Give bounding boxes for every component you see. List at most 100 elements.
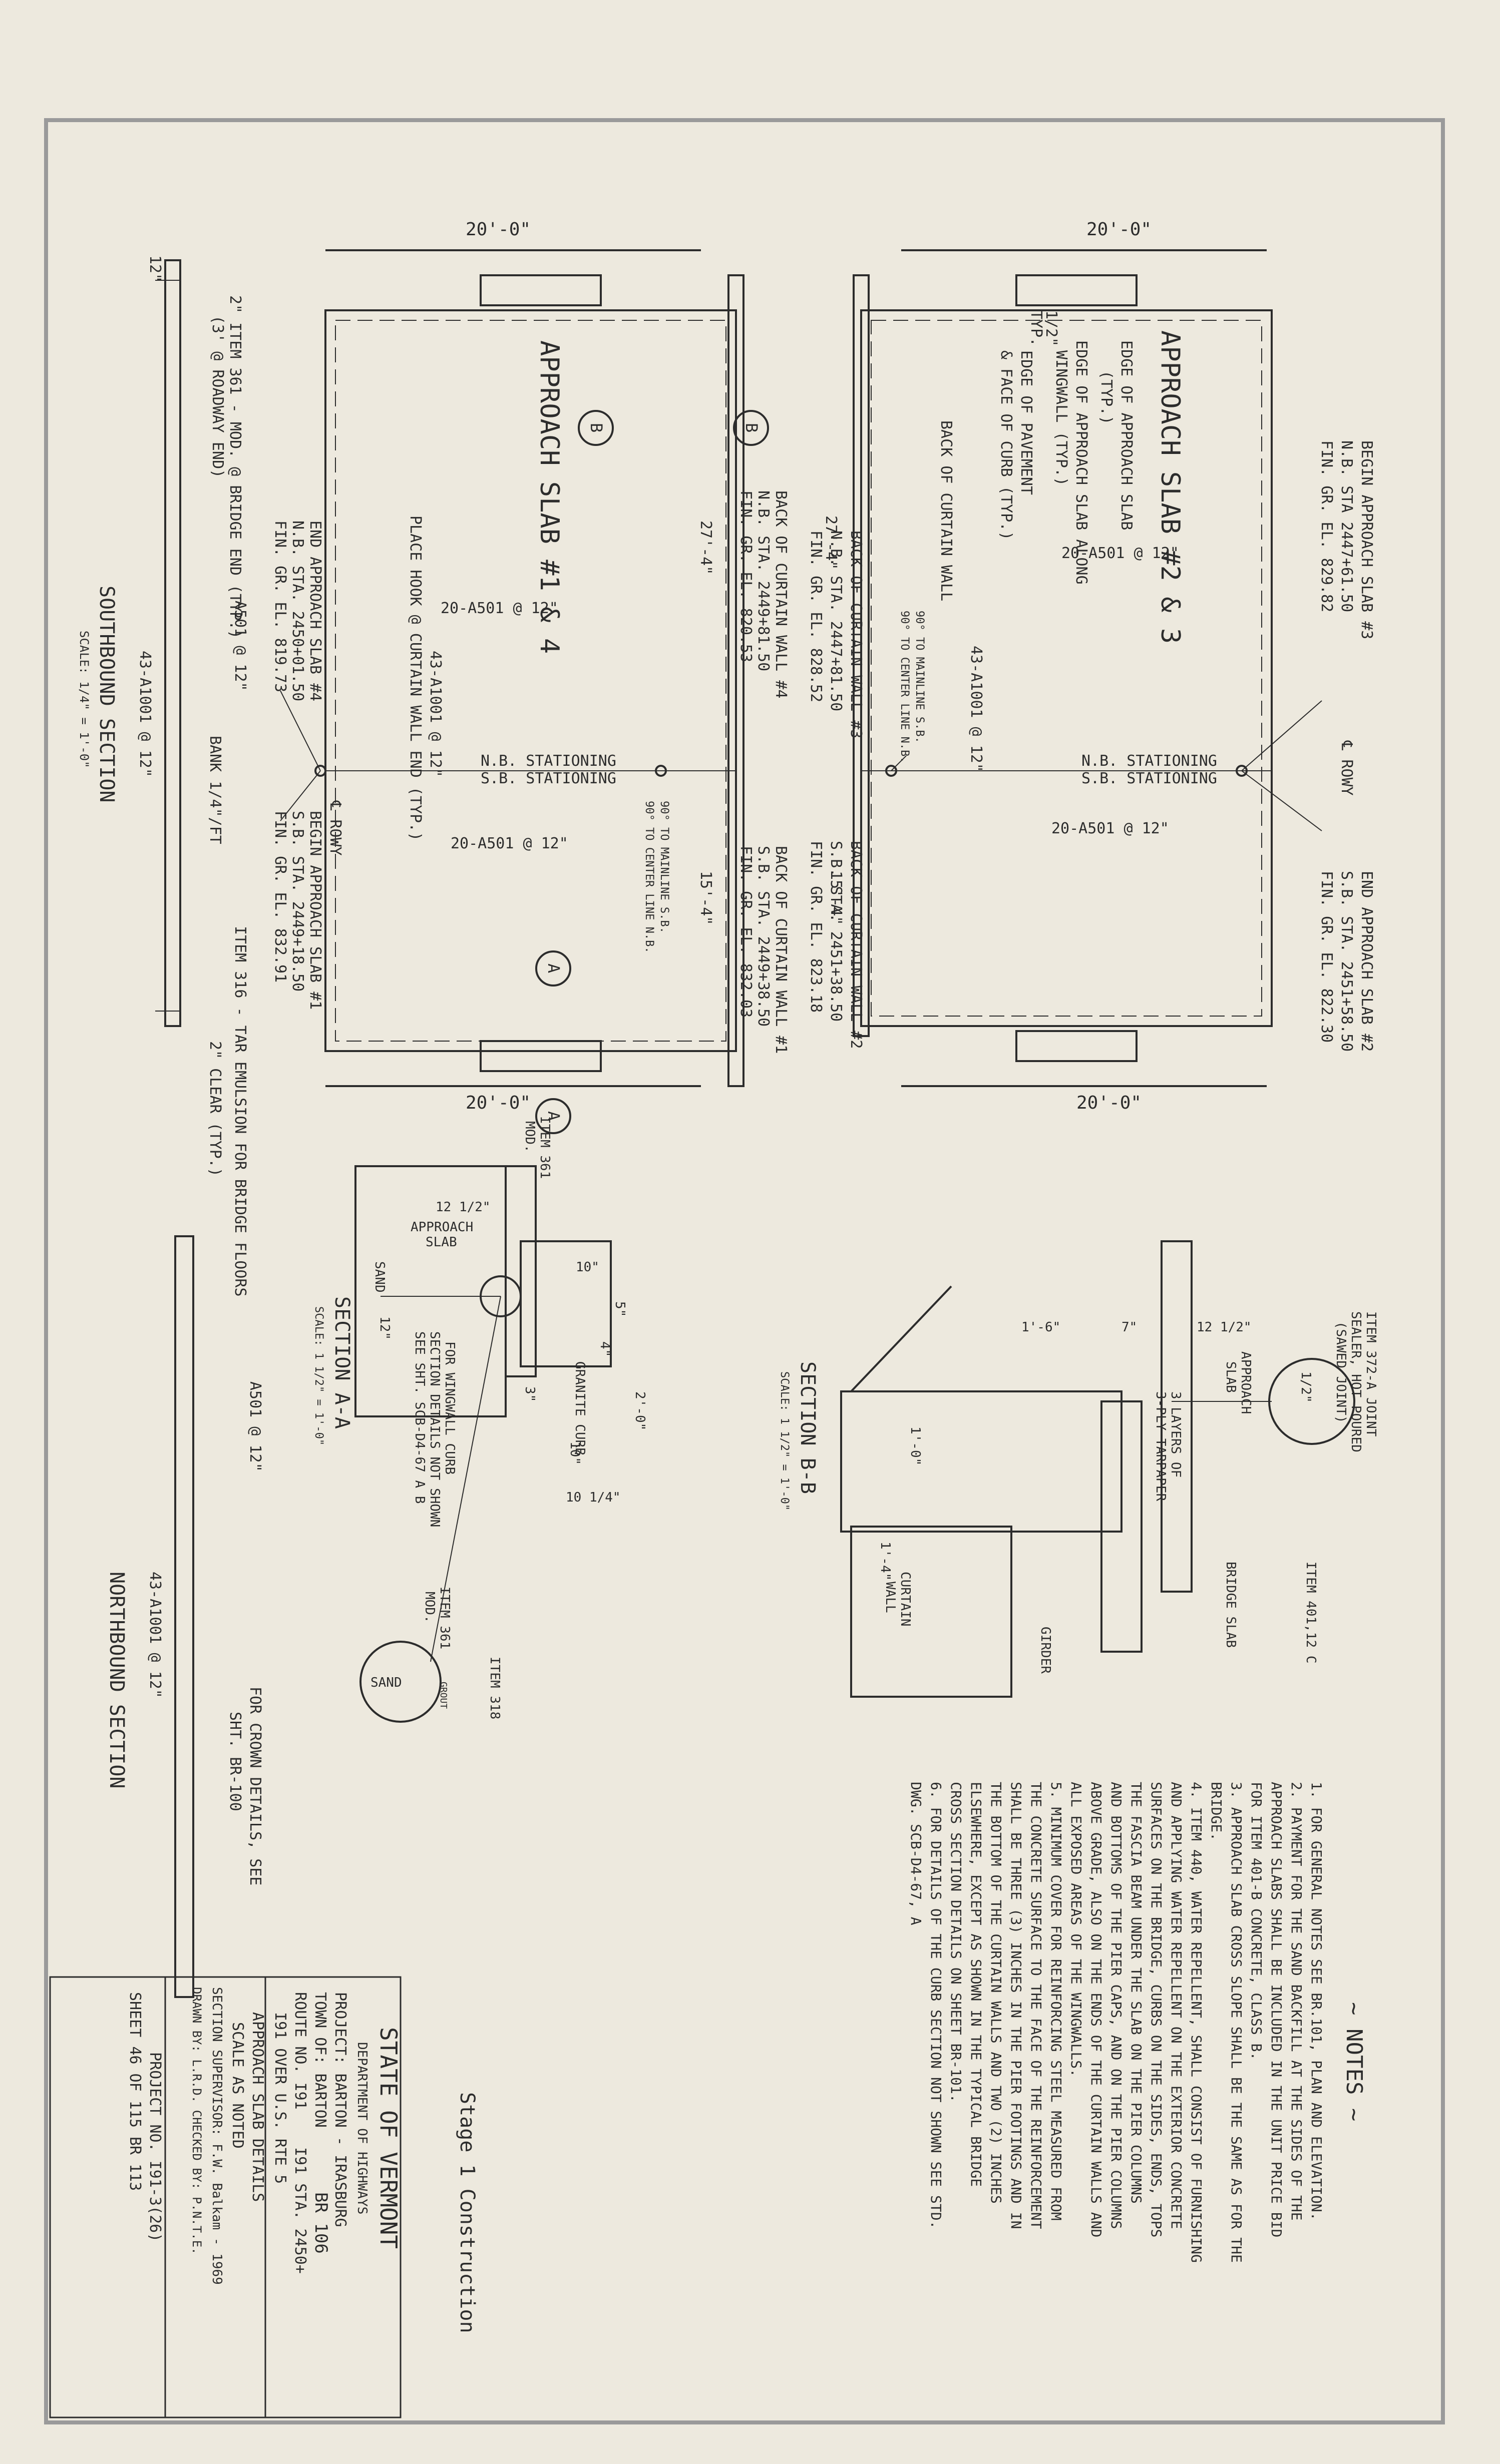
tb-supervisor: SECTION SUPERVISOR: F.W. Balkam - 1969: [209, 1987, 224, 2285]
bc2-sta: S.B. STA. 2451+38.50: [827, 841, 845, 1022]
begin-slab-1: BEGIN APPROACH SLAB #1: [306, 811, 324, 1010]
place-hook: PLACE HOOK @ CURTAIN WALL END (TYP.): [407, 516, 424, 841]
section-b-marker: B: [587, 423, 606, 432]
bb-item-401: ITEM 401,12 C: [1303, 1562, 1318, 1664]
aa-item-361b: ITEM 361: [437, 1587, 452, 1649]
tb-project-no: PROJECT NO. I91-3(26): [146, 2052, 164, 2242]
edge-slab: EDGE OF APPROACH SLAB: [1117, 340, 1135, 530]
bb-wall: WALL: [883, 1582, 898, 1613]
bc1-el: FIN. GR. EL. 832.03: [737, 846, 755, 1018]
aa-wingwall-note: FOR WINGWALL CURB: [442, 1341, 457, 1474]
note-line: ABOVE GRADE, ALSO ON THE ENDS OF THE CUR…: [1088, 1782, 1104, 2237]
bottom-rowy: ℄ ROWY: [326, 800, 344, 856]
aa-wingwall-note3: SEE SHT. SCB-D4-67 A B: [412, 1331, 427, 1504]
title-block: [49, 1976, 402, 2418]
long-sections-text: SOUTHBOUND SECTION SCALE: 1/4" = 1'-0" 1…: [77, 255, 264, 1885]
note-line: 2. PAYMENT FOR THE SAND BACKFILL AT THE …: [1288, 1782, 1305, 2221]
back-curtain-4: BACK OF CURTAIN WALL #4: [772, 490, 790, 698]
bb-item-372: ITEM 372-A JOINT: [1363, 1311, 1378, 1437]
aa-mod: MOD.: [522, 1121, 537, 1153]
bb-dim-14: 1'-4": [878, 1542, 893, 1581]
top-rowy: ℄ ROWY: [1338, 740, 1355, 796]
note-line: THE CONCRETE SURFACE TO THE FACE OF THE …: [1028, 1782, 1044, 2229]
aa-mod-b: MOD.: [422, 1592, 437, 1623]
top-angle-note2: 90° TO CENTER LINE N.B.: [898, 611, 911, 763]
bottom-bars-top: 20-A501 @ 12": [441, 600, 558, 617]
sb-bars: 43-A1001 @ 12": [136, 651, 154, 777]
aa-sand: SAND: [372, 1261, 387, 1293]
aa-wingwall-note2: SECTION DETAILS NOT SHOWN: [427, 1331, 442, 1527]
back-curtain-3: BACK OF CURTAIN WALL #3: [847, 531, 865, 738]
aa-dim-10b: 10": [567, 1441, 582, 1465]
bb-sealer: SEALER, HOT POURED: [1348, 1311, 1363, 1452]
aa-title: SECTION A-A: [330, 1296, 353, 1429]
top-bars-top: 20-A501 @ 12": [1061, 545, 1179, 562]
bb-girder: GIRDER: [1038, 1627, 1053, 1674]
edge-wingwall: EDGE OF APPROACH SLAB ALONG: [1072, 340, 1090, 585]
bb-scale: SCALE: 1 1/2" = 1'-0": [778, 1371, 791, 1511]
top-bars-long: 43-A1001 @ 12": [967, 646, 985, 772]
section-aa-text: SECTION A-A SCALE: 1 1/2" = 1'-0" ITEM 3…: [312, 1116, 647, 1719]
edge-slab-typ: (TYP.): [1097, 370, 1115, 424]
bc4-el: FIN. GR. EL. 820.53: [737, 490, 755, 662]
section-a-marker-2: A: [544, 1111, 563, 1121]
top-nb-stationing: N.B. STATIONING: [1081, 752, 1217, 770]
nb-crown: FOR CROWN DETAILS, SEE: [246, 1687, 264, 1885]
end-slab-4: END APPROACH SLAB #4: [306, 521, 324, 701]
end-slab-2-el: FIN. GR. EL. 822.30: [1318, 871, 1335, 1043]
sb-roadway-end: (3' @ ROADWAY END): [209, 315, 226, 478]
end4-sta: N.B. STA. 2450+01.50: [289, 521, 306, 701]
notes-block: ~ NOTES ~ 1. FOR GENERAL NOTES SEE BR.10…: [908, 1782, 1367, 2263]
aa-dim-104: 10 1/4": [566, 1490, 621, 1505]
top-dim-bottom: 20'-0": [1076, 1093, 1142, 1113]
aa-dim-3: 3": [522, 1386, 537, 1402]
sb-dim-12: 12": [146, 255, 164, 282]
sb-item-361: 2" ITEM 361 - MOD. @ BRIDGE END (TYP.): [226, 295, 244, 639]
sheet-border: [44, 118, 1445, 2424]
aa-slab: SLAB: [426, 1235, 457, 1250]
bottom-angle-note: 90° TO MAINLINE S.B.: [658, 801, 670, 933]
bb-sawed: (SAWED JOINT): [1333, 1321, 1348, 1423]
bc3-sta: N.B. STA. 2447+81.50: [827, 531, 845, 711]
aa-dim-20: 2'-0": [632, 1391, 647, 1430]
back-curtain-2: BACK OF CURTAIN WALL #2: [847, 841, 865, 1049]
bottom-dim-top: 20'-0": [466, 219, 531, 240]
sb-section-scale: SCALE: 1/4" = 1'-0": [77, 631, 91, 768]
face-curb: & FACE OF CURB (TYP.): [997, 350, 1015, 540]
aa-item-318: ITEM 318: [487, 1657, 502, 1719]
title-block-text: STATE OF VERMONT DEPARTMENT OF HIGHWAYS …: [126, 1987, 479, 2333]
end-slab-2: END APPROACH SLAB #2: [1358, 871, 1375, 1052]
tb-route: ROUTE NO. I91: [291, 1992, 309, 2110]
bc1-sta: S.B. STA. 2449+38.50: [755, 846, 772, 1027]
bc2-el: FIN. GR. EL. 823.18: [807, 841, 825, 1013]
sb-item-316: ITEM 316 - TAR EMULSION FOR BRIDGE FLOOR…: [231, 926, 249, 1297]
begin1-el: FIN. GR. EL. 832.91: [271, 811, 289, 982]
nb-a501: A501 @ 12": [246, 1381, 264, 1472]
sb-clear: 2" CLEAR (TYP.): [206, 1041, 224, 1177]
nb-bars: 43-A1001 @ 12": [146, 1572, 164, 1698]
top-plan-text: APPROACH SLAB #2 & 3 20'-0" 20'-0" 27'-4…: [807, 219, 1375, 1113]
bb-dim-12: 12 1/2": [1197, 1320, 1252, 1335]
bb-tarpaper: 3 LAYERS OF: [1168, 1391, 1183, 1477]
note-line: SHALL BE THREE (3) INCHES IN THE PIER FO…: [1008, 1782, 1024, 2229]
bb-title: SECTION B-B: [796, 1361, 819, 1494]
tb-stage: Stage 1 Construction: [456, 2092, 479, 2333]
top-plan-view: [853, 249, 1322, 1087]
top-slab-title: APPROACH SLAB #2 & 3: [1155, 330, 1185, 644]
note-line: ELSEWHERE, EXCEPT AS SHOWN IN THE TYPICA…: [968, 1782, 984, 2187]
aa-scale: SCALE: 1 1/2" = 1'-0": [312, 1306, 325, 1445]
back-curtain: BACK OF CURTAIN WALL: [937, 420, 955, 601]
bc4-sta: N.B. STA. 2449+81.50: [755, 490, 772, 671]
bottom-bars-long: 43-A1001 @ 12": [427, 651, 444, 777]
note-line: 5. MINIMUM COVER FOR REINFORCING STEEL M…: [1048, 1782, 1064, 2221]
top-sb-stationing: S.B. STATIONING: [1081, 770, 1217, 787]
tb-desc: APPROACH SLAB DETAILS: [249, 2012, 266, 2202]
note-line: SURFACES ON THE BRIDGE, CURBS ON THE SID…: [1148, 1782, 1165, 2237]
end4-el: FIN. GR. EL. 819.73: [271, 521, 289, 692]
aa-dim-5: 5": [612, 1301, 627, 1317]
note-line: DWG. SCB-D4-67, A: [908, 1782, 924, 1925]
bb-dim-16: 1'-6": [1021, 1320, 1060, 1335]
section-b-marker-2: B: [742, 423, 761, 432]
nb-crown2: SHT. BR-100: [226, 1712, 244, 1811]
note-line: 6. FOR DETAILS OF THE CURB SECTION NOT S…: [928, 1782, 944, 2229]
